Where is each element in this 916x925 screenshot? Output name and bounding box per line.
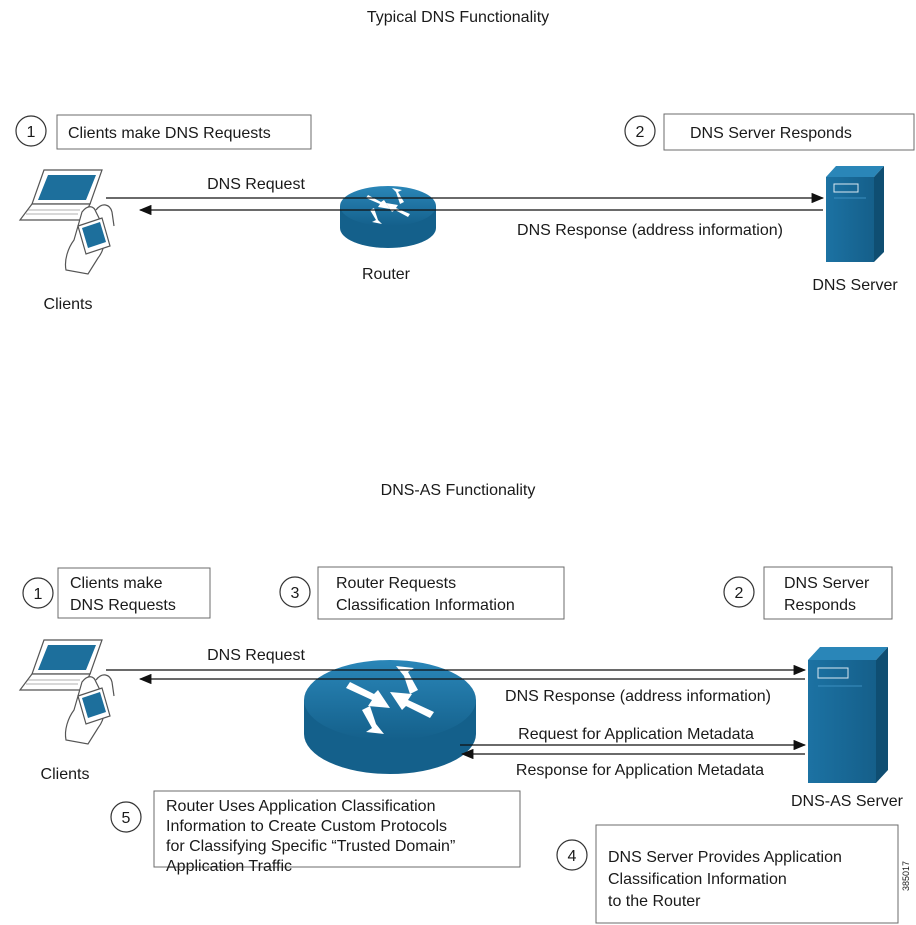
bottom-dns-request-label: DNS Request [207, 647, 305, 664]
bottom-step-3-line-1: Router Requests [336, 575, 456, 592]
top-step-1-text: Clients make DNS Requests [68, 125, 271, 142]
bottom-step-3-number: 3 [291, 585, 300, 602]
top-step-2-box [663, 113, 915, 151]
bottom-server-icon [808, 647, 888, 783]
bottom-step-3: 3 Router Requests Classification Informa… [279, 566, 565, 620]
bottom-step-2-box [763, 566, 893, 620]
top-clients-label: Clients [44, 296, 93, 313]
bottom-step-4-line-1: DNS Server Provides Application [608, 849, 842, 866]
bottom-server-label: DNS-AS Server [791, 793, 904, 810]
top-step-2: 2 DNS Server Responds [624, 113, 915, 151]
bottom-step-4-number: 4 [568, 848, 577, 865]
bottom-step-3-line-2: Classification Information [336, 597, 515, 614]
top-step-2-number: 2 [636, 124, 645, 141]
top-server-label: DNS Server [812, 277, 898, 294]
bottom-clients-laptop-icon [18, 639, 103, 691]
bottom-step-3-box [317, 566, 565, 620]
bottom-clients-label: Clients [41, 766, 90, 783]
top-dns-response-label: DNS Response (address information) [517, 222, 783, 239]
bottom-step-1-line-1: Clients make [70, 575, 163, 592]
bottom-step-2-number: 2 [735, 585, 744, 602]
top-step-1: 1 Clients make DNS Requests [15, 114, 312, 150]
top-step-1-number: 1 [27, 124, 36, 141]
top-router-label: Router [362, 266, 411, 283]
top-router-icon [340, 186, 436, 248]
bottom-step-5-line-2: Information to Create Custom Protocols [166, 818, 447, 835]
top-clients-laptop-icon [18, 169, 103, 221]
bottom-step-2-line-2: Responds [784, 597, 856, 614]
top-server-icon [826, 166, 884, 262]
bottom-router-icon [304, 660, 476, 774]
bottom-title: DNS-AS Functionality [381, 482, 536, 499]
top-dns-request-label: DNS Request [207, 176, 305, 193]
bottom-step-4-line-3: to the Router [608, 893, 701, 910]
bottom-step-4-line-2: Classification Information [608, 871, 787, 888]
top-step-2-text: DNS Server Responds [690, 125, 852, 142]
top-clients-pda-icon [64, 204, 115, 275]
bottom-step-5-line-4: Application Traffic [166, 858, 292, 875]
bottom-step-5-box [153, 790, 521, 868]
bottom-step-4-box [595, 824, 899, 924]
figure-id: 385017 [901, 861, 911, 891]
bottom-step-1: 1 Clients make DNS Requests [22, 567, 211, 619]
top-title: Typical DNS Functionality [367, 9, 549, 26]
bottom-step-1-line-2: DNS Requests [70, 597, 176, 614]
bottom-step-5-line-1: Router Uses Application Classification [166, 798, 435, 815]
bottom-step-1-box [57, 567, 211, 619]
bottom-step-1-number: 1 [34, 586, 43, 603]
top-step-1-box [56, 114, 312, 150]
bottom-step-2: 2 DNS Server Responds [723, 566, 893, 620]
bottom-metadata-response-label: Response for Application Metadata [516, 762, 764, 779]
bottom-metadata-request-label: Request for Application Metadata [518, 726, 754, 743]
bottom-step-2-line-1: DNS Server [784, 575, 870, 592]
bottom-step-4: 4 DNS Server Provides Application Classi… [556, 824, 899, 924]
bottom-step-5: 5 Router Uses Application Classification… [110, 790, 521, 875]
bottom-clients-pda-icon [64, 674, 115, 745]
bottom-step-5-number: 5 [122, 810, 131, 827]
bottom-dns-response-label: DNS Response (address information) [505, 688, 771, 705]
bottom-step-5-line-3: for Classifying Specific “Trusted Domain… [166, 838, 455, 855]
